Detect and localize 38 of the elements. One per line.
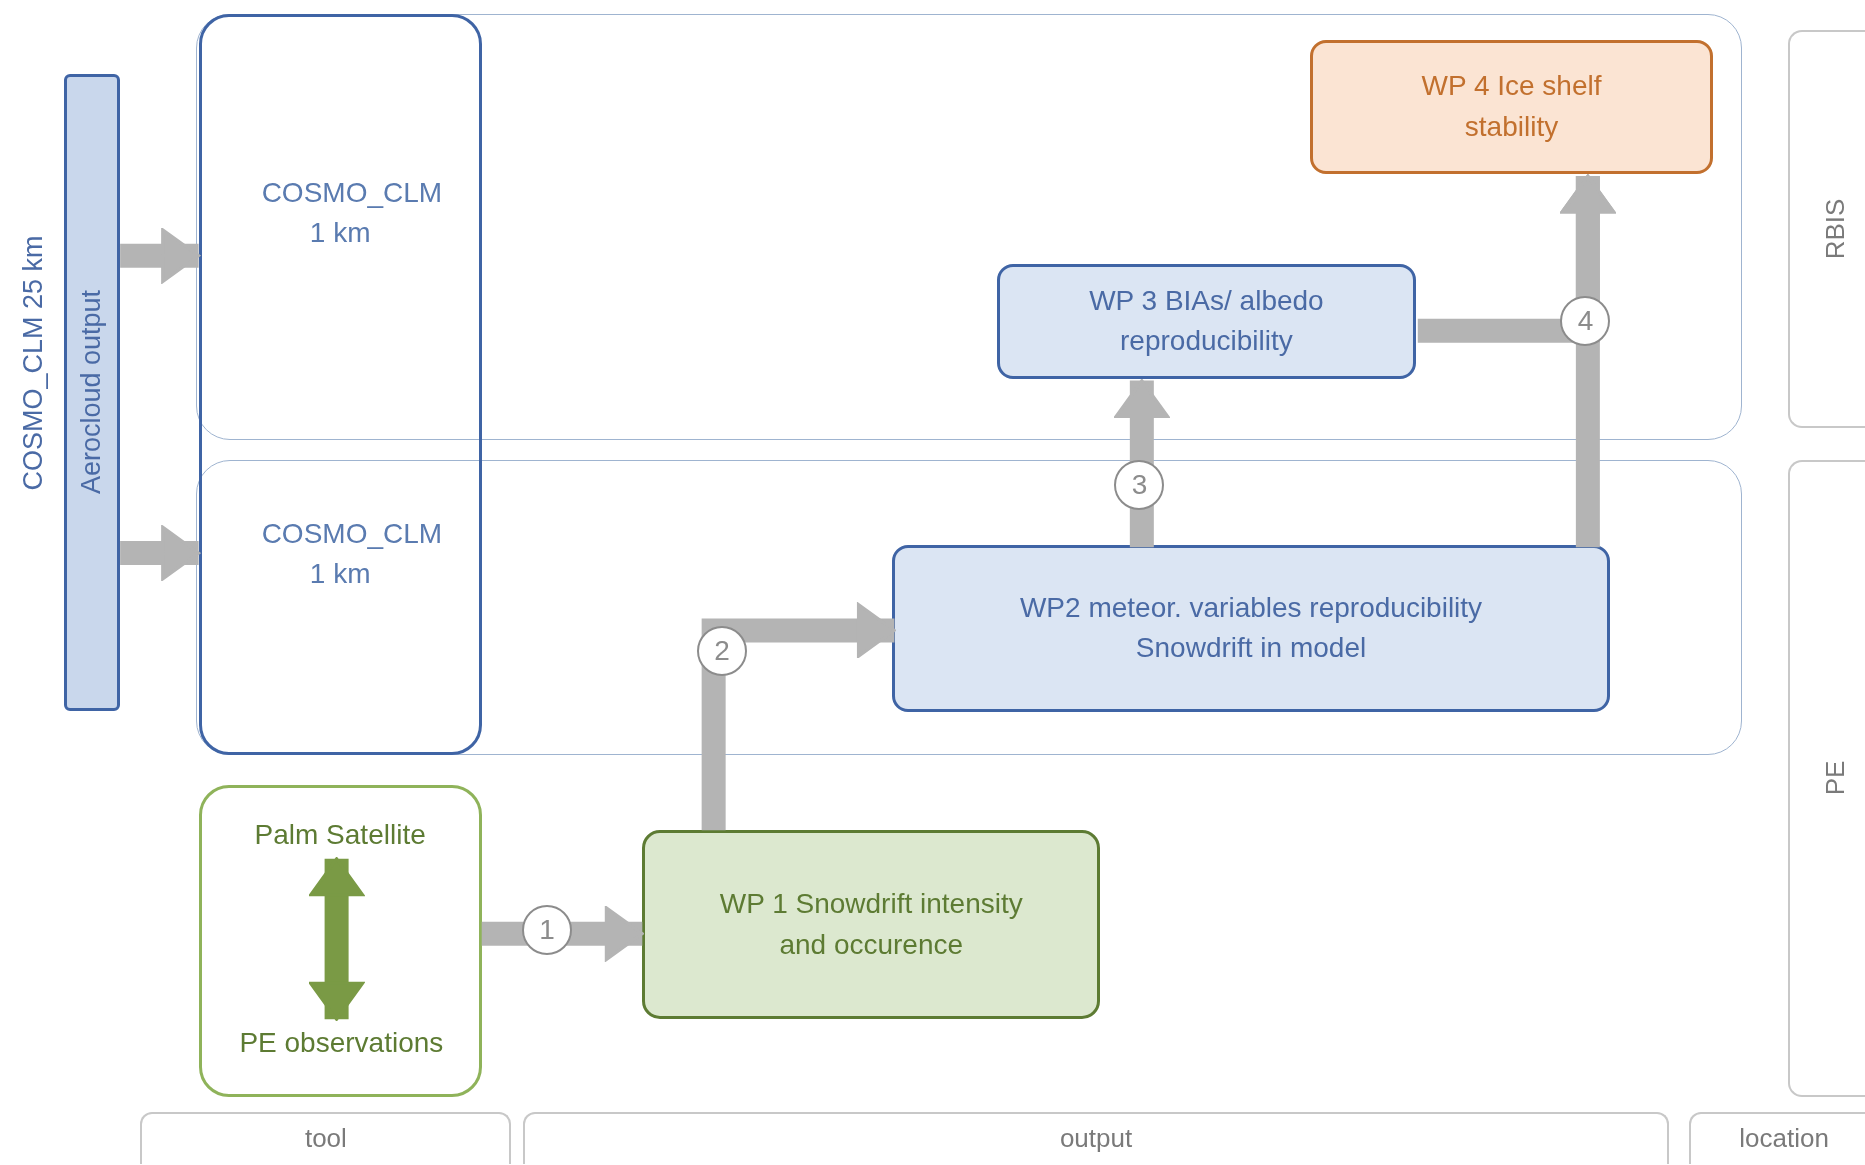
box-label: Aerocloud output xyxy=(75,290,108,495)
box-label: WP2 meteor. variables reproducibility Snowdrift in model xyxy=(1018,590,1484,666)
block-arrow xyxy=(1560,174,1616,548)
box-label: PE xyxy=(1819,761,1852,796)
edge-label: 1 xyxy=(522,905,573,956)
box-label: WP 1 Snowdrift intensity and occurence xyxy=(718,887,1024,962)
model-box xyxy=(198,14,482,756)
work-package-box xyxy=(1309,39,1714,174)
output-bar xyxy=(64,73,121,712)
edge-label: 4 xyxy=(1560,296,1611,347)
column-label-box xyxy=(140,1112,512,1165)
box-label: COSMO_CLM 1 km xyxy=(260,516,444,592)
box-label: PE observations xyxy=(238,1025,445,1060)
block-arrow xyxy=(309,857,365,1021)
box-label: Palm Satellite xyxy=(253,817,427,852)
work-package-box xyxy=(642,830,1101,1020)
box-label: tool xyxy=(303,1122,348,1156)
block-arrow xyxy=(120,525,201,581)
edge-label: 2 xyxy=(696,625,747,676)
column-label-box xyxy=(1688,1112,1865,1165)
work-package-box xyxy=(892,545,1610,712)
region-band xyxy=(196,460,1743,756)
box-label: COSMO_CLM 1 km xyxy=(260,175,444,251)
box-label: WP 4 Ice shelf stability xyxy=(1420,69,1603,144)
box-label: output xyxy=(1058,1122,1134,1156)
block-arrow xyxy=(481,906,644,962)
work-package-box xyxy=(997,264,1416,379)
side-caption: COSMO_CLM 25 km xyxy=(17,235,49,491)
region-band xyxy=(196,14,1743,441)
edge-label: 3 xyxy=(1114,460,1165,511)
side-label-box xyxy=(1787,29,1865,429)
box-label: location xyxy=(1738,1122,1830,1156)
box-label: RBIS xyxy=(1819,198,1852,260)
box-label: WP 3 BIAs/ albedo reproducibility xyxy=(1088,283,1325,359)
block-arrow xyxy=(120,228,201,284)
tool-box xyxy=(198,785,482,1097)
side-label-box xyxy=(1787,460,1865,1097)
column-label-box xyxy=(523,1112,1669,1165)
